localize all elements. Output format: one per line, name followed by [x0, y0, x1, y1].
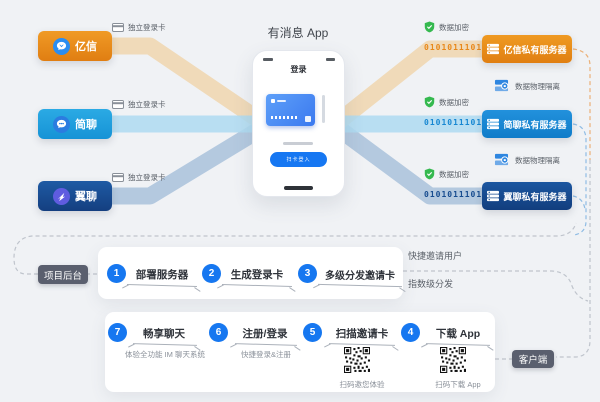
step-label-scan-invite: 扫描邀请卡 — [335, 328, 389, 340]
server-icon — [487, 43, 500, 55]
band-yixin-right — [332, 40, 483, 129]
card-icon — [112, 100, 124, 109]
home-indicator — [284, 186, 313, 190]
step-label-deploy: 部署服务器 — [135, 269, 189, 281]
step-label-register: 注册/登录 — [242, 328, 288, 340]
app-node-jianliao[interactable]: 简聊 — [38, 109, 112, 139]
login-card-label-2: 独立登录卡 — [112, 99, 166, 110]
step-circle-5: 5 — [303, 323, 322, 342]
hint-text-line — [283, 142, 313, 145]
app-node-yiliao[interactable]: 翼聊 — [38, 181, 112, 211]
server-lock-icon — [494, 153, 509, 166]
phone-mockup: 登录 扫卡登入 — [252, 50, 345, 197]
screen-scrollbar[interactable] — [322, 95, 325, 123]
screen-title: 登录 — [290, 65, 307, 74]
band-yiliao-left — [112, 120, 267, 205]
server-lock-icon — [494, 79, 509, 92]
login-card-label-3: 独立登录卡 — [112, 172, 166, 183]
card-logo — [271, 99, 275, 103]
jianliao-app-icon — [53, 115, 70, 133]
card-qr — [305, 116, 311, 122]
qr-code-download[interactable] — [440, 347, 466, 373]
card-icon — [112, 173, 124, 182]
server-node-yixin[interactable]: 亿信私有服务器 — [482, 35, 572, 63]
side-label-distribute: 指数级分发 — [408, 279, 454, 289]
card-number — [271, 116, 299, 119]
step-circle-6: 6 — [209, 323, 228, 342]
app-label: 亿信 — [75, 41, 97, 53]
side-label-invite: 快捷邀请用户 — [408, 251, 463, 261]
step-circle-7: 7 — [108, 323, 127, 342]
binary-stream-2: 01010111010 — [424, 118, 488, 127]
shield-check-icon — [424, 21, 435, 33]
server-node-jianliao[interactable]: 简聊私有服务器 — [482, 110, 572, 138]
server-icon — [487, 190, 500, 202]
backend-tag[interactable]: 项目后台 — [38, 265, 88, 284]
step-label-chat: 畅享聊天 — [143, 328, 185, 340]
step-label-download: 下载 App — [435, 328, 481, 340]
dashed-trunk-blue — [572, 123, 587, 236]
server-label: 简聊私有服务器 — [503, 119, 567, 130]
step-circle-3: 3 — [298, 264, 317, 283]
client-tag[interactable]: 客户端 — [512, 350, 554, 368]
server-label: 翼聊私有服务器 — [503, 191, 567, 202]
isolation-label-1: 数据物理隔离 — [494, 79, 560, 93]
server-label: 亿信私有服务器 — [503, 44, 567, 55]
card-icon — [112, 23, 124, 32]
app-label: 翼聊 — [75, 191, 97, 203]
server-icon — [487, 118, 500, 130]
band-yixin-left — [112, 37, 267, 130]
encrypt-label-1: 数据加密 — [424, 21, 469, 33]
step-circle-4: 4 — [401, 323, 420, 342]
login-card-label-1: 独立登录卡 — [112, 22, 166, 33]
card-logo-text — [277, 100, 286, 102]
binary-stream-3: 01010111010 — [424, 190, 488, 199]
shield-check-icon — [424, 96, 435, 108]
status-battery-icon — [326, 58, 335, 61]
step-sub-chat: 体验全功能 IM 聊天系统 — [125, 350, 205, 359]
step-circle-2: 2 — [202, 264, 221, 283]
isolation-label-2: 数据物理隔离 — [494, 153, 560, 167]
encrypt-label-2: 数据加密 — [424, 96, 469, 108]
login-button[interactable]: 扫卡登入 — [270, 152, 327, 167]
client-flow-card — [105, 312, 495, 392]
step-label-generate-card: 生成登录卡 — [230, 269, 284, 281]
step-sub-scan-invite: 扫码邀您体验 — [339, 380, 385, 389]
encrypt-label-3: 数据加密 — [424, 168, 469, 180]
app-label: 简聊 — [75, 119, 97, 131]
shield-check-icon — [424, 168, 435, 180]
dashed-trunk-orange — [572, 48, 591, 160]
server-node-yiliao[interactable]: 翼聊私有服务器 — [482, 182, 572, 210]
app-node-yixin[interactable]: 亿信 — [38, 31, 112, 61]
phone-app-title: 有消息 App — [267, 26, 329, 40]
yixin-app-icon — [53, 37, 70, 55]
status-time — [263, 58, 273, 61]
step-sub-download: 扫码下载 App — [435, 380, 481, 389]
qr-code-invite[interactable] — [344, 347, 370, 373]
binary-stream-1: 01010111010 — [424, 43, 488, 52]
band-yiliao-right — [332, 121, 483, 205]
yiliao-app-icon — [53, 187, 70, 205]
step-sub-register: 快捷登录&注册 — [240, 350, 291, 359]
step-label-distribute-invite: 多级分发邀请卡 — [325, 271, 395, 282]
step-circle-1: 1 — [107, 264, 126, 283]
login-card-graphic — [266, 94, 315, 126]
